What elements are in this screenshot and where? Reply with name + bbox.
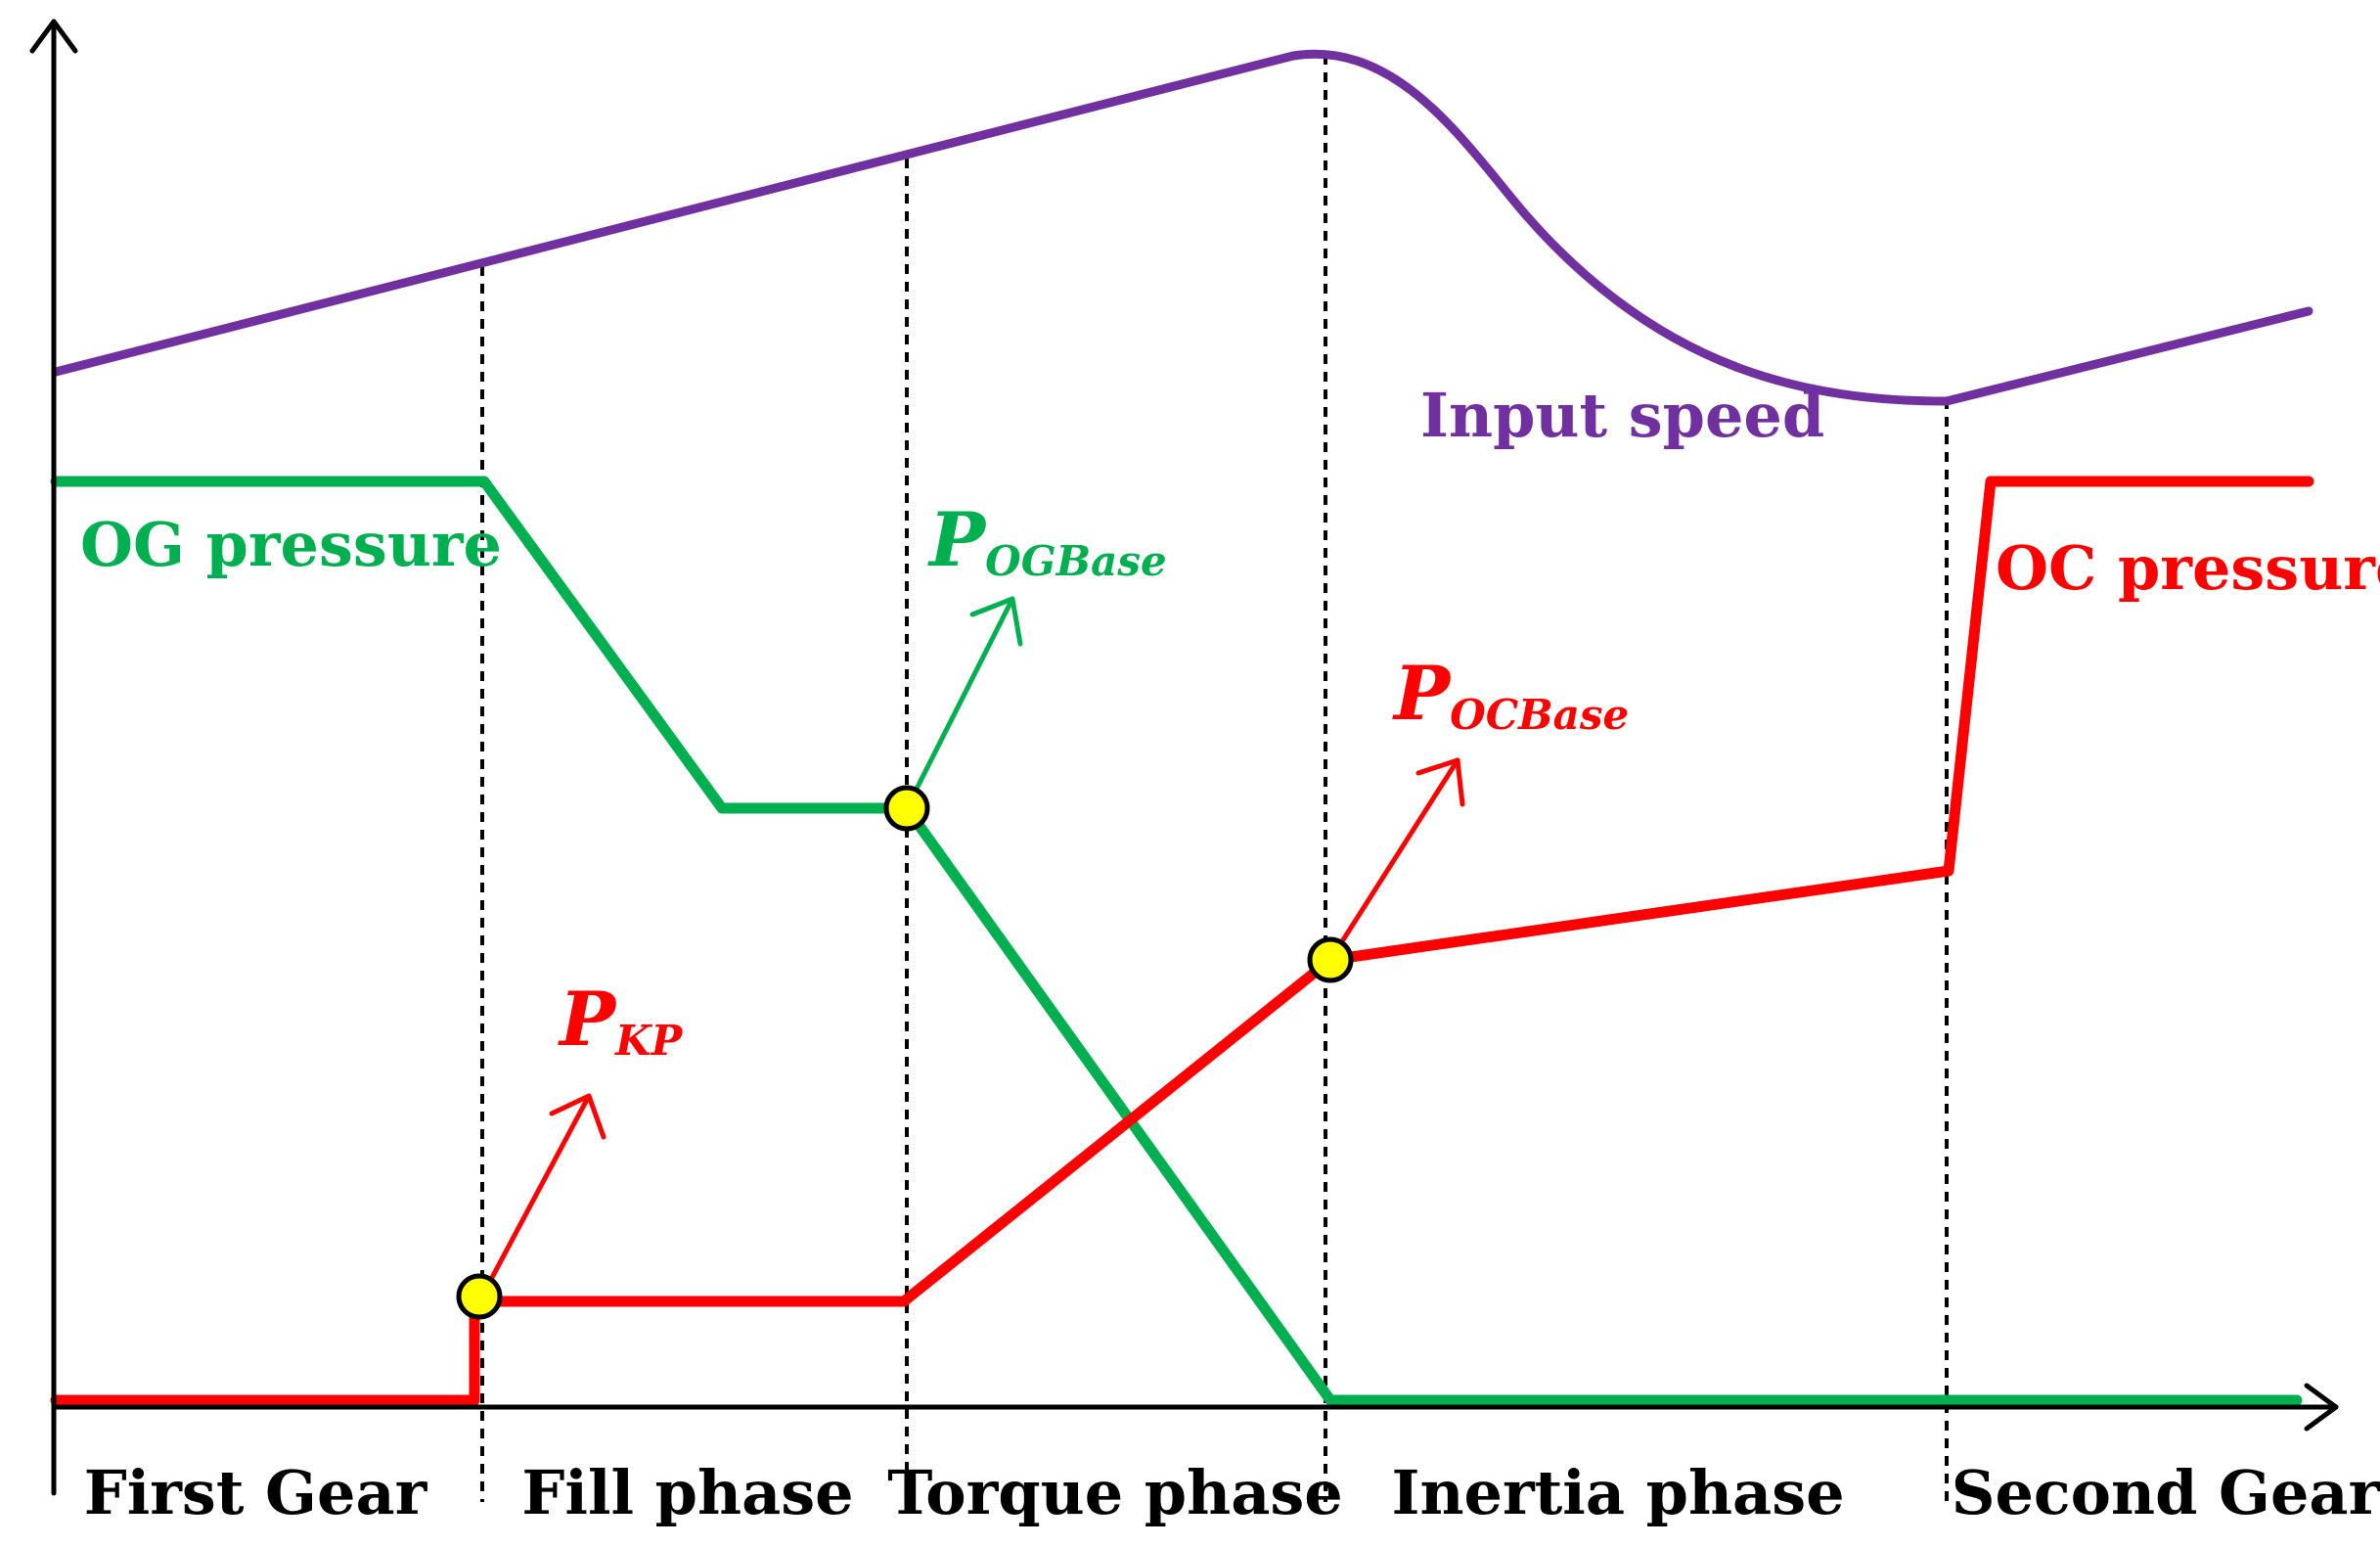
phase-label-inertia: Inertia phase — [1391, 1457, 1844, 1528]
phase-label-second-gear: Second Gear — [1952, 1457, 2380, 1528]
kp-pointer — [476, 1093, 606, 1304]
og-base-pointer — [904, 596, 1023, 811]
phase-label-first-gear: First Gear — [84, 1457, 428, 1528]
og-base-symbol-sub: OGBase — [985, 537, 1167, 585]
phase-label-fill: Fill phase — [521, 1457, 853, 1528]
oc-base-symbol: POCBase — [1392, 650, 1629, 739]
kp-symbol: PKP — [558, 976, 684, 1065]
input-speed-curve — [51, 49, 2313, 406]
kp-arrowhead — [549, 1093, 606, 1140]
phase-labels: First Gear Fill phase Torque phase Inert… — [84, 1457, 2380, 1528]
oc-base-arrow-line — [1327, 757, 1460, 963]
oc-base-symbol-main: P — [1392, 650, 1452, 737]
input-speed-label: Input speed — [1420, 380, 1824, 451]
y-axis-arrowhead — [29, 19, 78, 54]
kp-marker — [456, 1273, 503, 1320]
axes — [29, 19, 2339, 1496]
og-base-symbol: POGBase — [927, 496, 1167, 585]
og-base-arrowhead — [969, 596, 1023, 647]
kp-symbol-sub: KP — [614, 1017, 684, 1065]
og-pressure-curve — [50, 476, 2303, 1406]
kp-arrow-line — [476, 1093, 592, 1304]
phase-label-torque: Torque phase — [887, 1457, 1342, 1528]
oc-base-pointer — [1327, 757, 1465, 963]
kp-symbol-main: P — [558, 976, 617, 1063]
oc-base-symbol-sub: OCBase — [1450, 691, 1629, 739]
og-base-symbol-main: P — [927, 496, 987, 583]
og-base-arrow-line — [904, 596, 1015, 811]
og-pressure-label: OG pressure — [80, 509, 502, 580]
oc-base-marker — [1307, 936, 1354, 983]
oc-base-arrowhead — [1415, 757, 1465, 807]
x-axis-arrowhead — [2304, 1383, 2339, 1432]
oc-pressure-label: OC pressure — [1996, 532, 2380, 604]
markers — [456, 785, 1354, 1320]
oc-pressure-curve — [50, 476, 2314, 1406]
og-base-marker — [883, 785, 930, 832]
